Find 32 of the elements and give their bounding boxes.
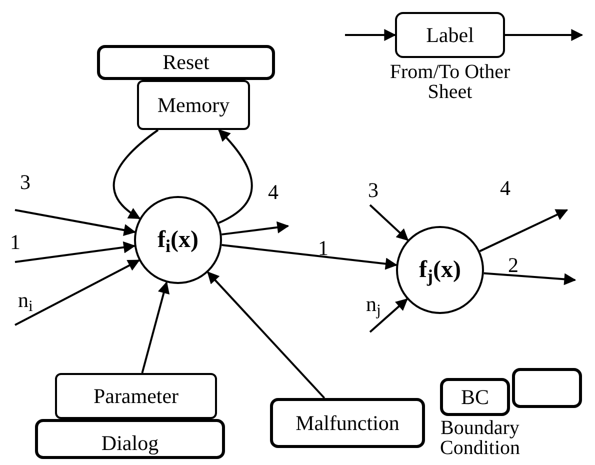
edge-label: 1 — [10, 232, 20, 253]
edge-label: 3 — [20, 172, 30, 193]
malfunction-box: Malfunction — [270, 398, 425, 448]
bc-box: BC — [440, 378, 510, 416]
arrow — [218, 129, 253, 224]
caption-text: Boundary Condition — [438, 418, 521, 458]
arrow — [14, 209, 136, 236]
arrow — [505, 29, 584, 41]
stacked-box — [512, 368, 582, 408]
arrow — [14, 241, 136, 263]
edge-label: 4 — [268, 182, 278, 203]
edge-label: 4 — [500, 178, 510, 199]
arrow — [207, 271, 326, 399]
arrow — [369, 204, 409, 241]
arrow — [484, 272, 576, 286]
arrow — [222, 244, 398, 270]
edge-label: 1 — [318, 238, 328, 259]
arrow — [112, 129, 159, 220]
arrow — [479, 209, 568, 252]
caption-text: From/To Other Sheet — [388, 62, 512, 102]
dialog-box: Dialog — [35, 419, 225, 459]
reset-box: Reset — [97, 45, 275, 80]
arrow — [222, 221, 290, 236]
label-box: Label — [395, 12, 505, 58]
edge-label: 2 — [508, 255, 518, 276]
edge-label: 3 — [368, 180, 378, 201]
arrow — [369, 298, 408, 333]
arrow — [345, 29, 396, 41]
edge-label: n$_{i}$ — [18, 290, 33, 311]
arrow — [14, 259, 140, 326]
memory-box: Memory — [137, 80, 250, 130]
parameter-box: Parameter — [55, 373, 217, 419]
